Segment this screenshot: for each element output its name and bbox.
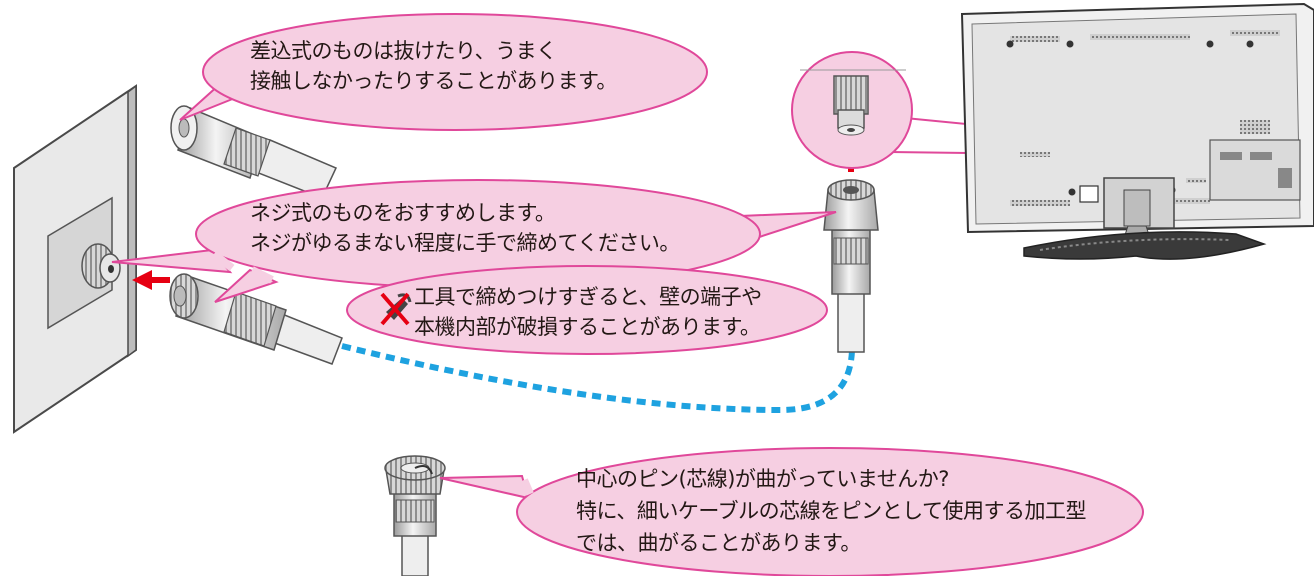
screw-type-line1: ネジ式のものをおすすめします。 (250, 201, 556, 225)
wall-outlet-terminal (81, 243, 121, 289)
tool-warning-line1: 工具で締めつけすぎると、壁の端子や (414, 285, 762, 309)
push-type-line2: 接触しなかったりすることがあります。 (250, 69, 617, 93)
dotted-cable (341, 343, 855, 414)
insert-arrow-wall (132, 270, 170, 290)
tv-rear-view (960, 2, 1314, 260)
bubble-tool-warning (346, 265, 828, 355)
center-pin-line2: 特に、細いケーブルの芯線をピンとして使用する加工型 (576, 499, 1086, 523)
push-on-plug (170, 105, 338, 199)
bent-pin-plug (384, 455, 446, 576)
tool-warning-line2: 本機内部が破損することがあります。 (414, 315, 761, 339)
screw-type-line2: ネジがゆるまない程度に手で締めてください。 (250, 231, 680, 255)
center-pin-line1: 中心のピン(芯線)が曲がっていませんか? (576, 467, 949, 491)
screw-type-plug (169, 273, 343, 365)
tv-cable-plug (823, 179, 879, 353)
push-type-line1: 差込式のものは抜けたり、うまく (250, 39, 557, 63)
center-pin-line3: では、曲がることがあります。 (576, 531, 861, 555)
no-tool-icon (380, 292, 412, 326)
wall-outlet (13, 84, 137, 434)
bubble-push-type (179, 13, 708, 131)
bubble-center-pin (439, 447, 1144, 576)
